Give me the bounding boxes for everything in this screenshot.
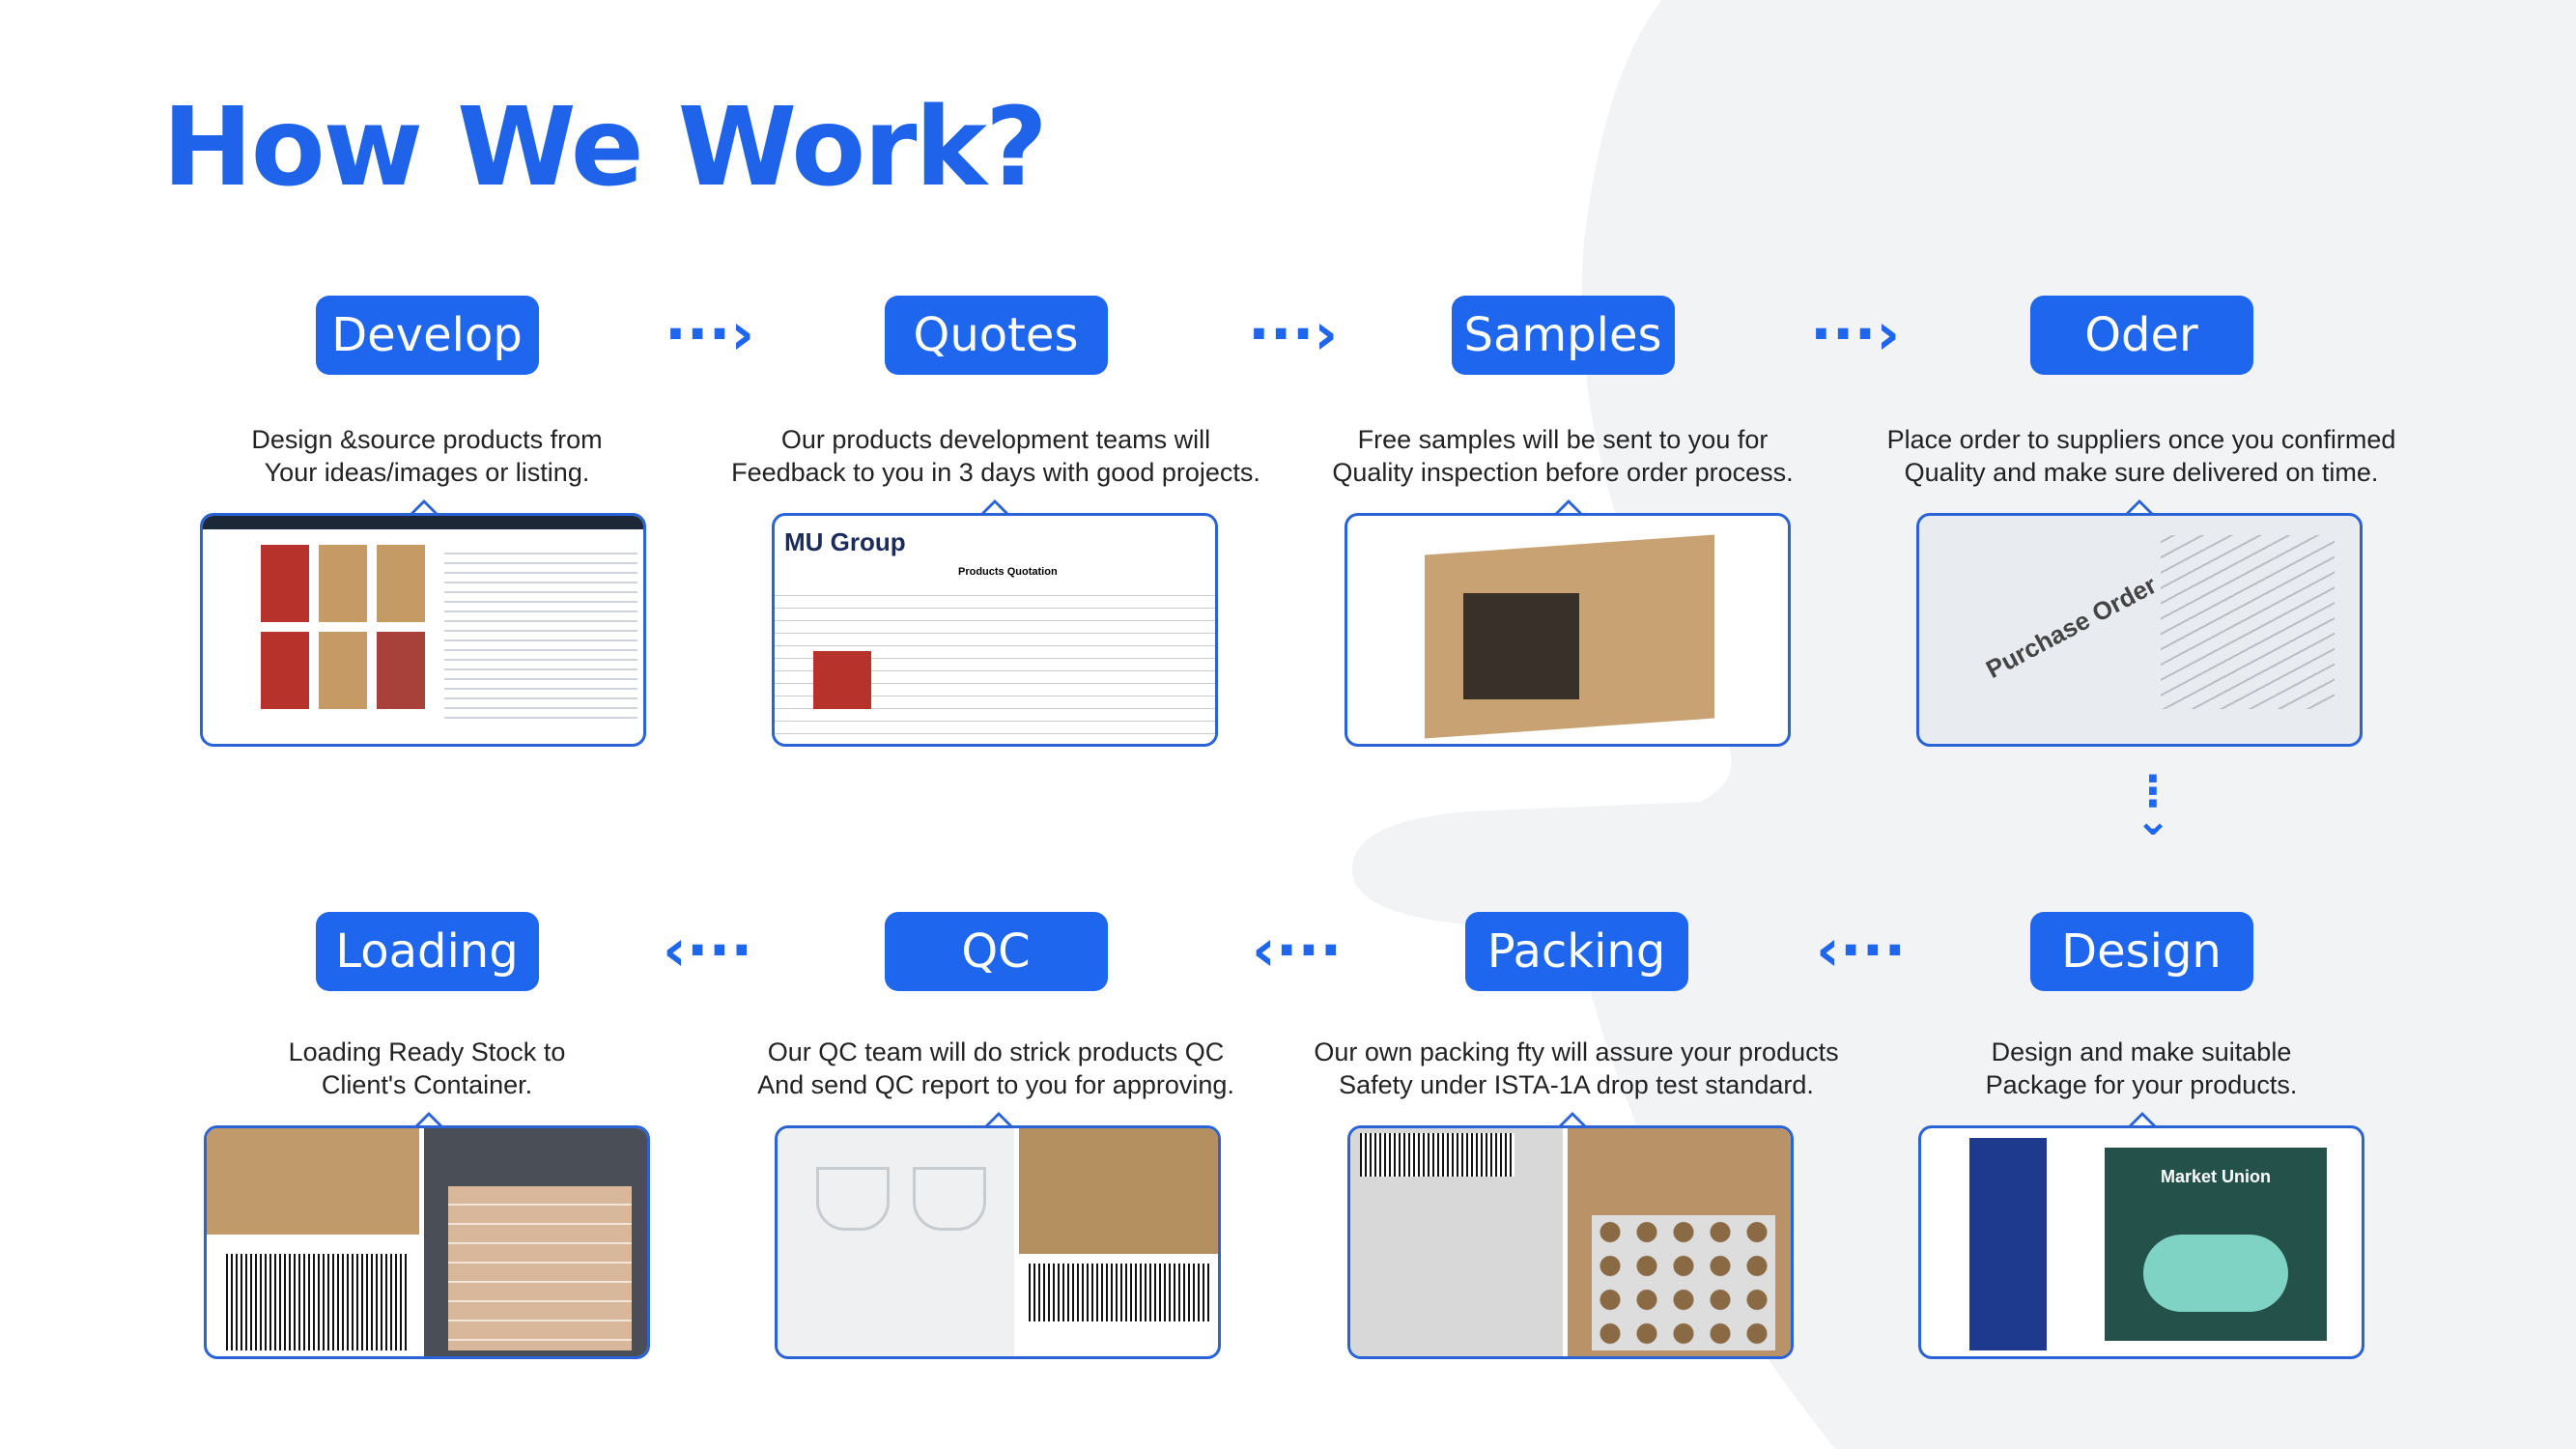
step-label: QC [884, 912, 1108, 991]
samples-photo [1345, 513, 1791, 747]
step-label: Oder [2029, 296, 2253, 375]
pointer-icon [410, 499, 438, 513]
step-label: Samples [1451, 296, 1675, 375]
arrow-right-icon: ···› [1248, 300, 1339, 368]
step-samples: Samples Free samples will be sent to you… [1292, 296, 1833, 489]
arrow-left-icon: ‹··· [1816, 917, 1907, 984]
step-description: Our own packing fty will assure your pro… [1314, 1037, 1839, 1099]
design-photo: Market Union [1918, 1125, 2364, 1359]
step-label: Packing [1464, 912, 1688, 991]
pointer-icon [415, 1112, 442, 1125]
quotes-photo: MU Group Products Quotation [772, 513, 1218, 747]
pointer-icon [981, 499, 1008, 513]
page-title: How We Work? [162, 85, 1048, 211]
step-label: Loading [315, 912, 539, 991]
step-packing: Packing Our own packing fty will assure … [1306, 912, 1847, 1101]
step-label: Design [2029, 912, 2253, 991]
pointer-icon [1559, 1112, 1586, 1125]
pointer-icon [2126, 499, 2153, 513]
pointer-icon [985, 1112, 1012, 1125]
step-quotes: Quotes Our products development teams wi… [725, 296, 1266, 489]
order-photo: Purchase Order [1916, 513, 2363, 747]
arrow-left-icon: ‹··· [663, 917, 753, 984]
packing-photo [1347, 1125, 1794, 1359]
step-description: Place order to suppliers once you confir… [1886, 425, 2396, 487]
arrow-left-icon: ‹··· [1252, 917, 1343, 984]
develop-photo [200, 513, 646, 747]
step-label: Quotes [884, 296, 1108, 375]
arrow-right-icon: ···› [1810, 300, 1901, 368]
pointer-icon [2129, 1112, 2156, 1125]
arrow-down-icon: ⋮⌄ [2132, 767, 2174, 845]
step-qc: QC Our QC team will do strick products Q… [725, 912, 1266, 1101]
qc-photo [775, 1125, 1221, 1359]
step-label: Develop [315, 296, 539, 375]
arrow-right-icon: ···› [665, 300, 755, 368]
step-order: Oder Place order to suppliers once you c… [1871, 296, 2412, 489]
loading-photo [204, 1125, 650, 1359]
pointer-icon [1555, 499, 1582, 513]
